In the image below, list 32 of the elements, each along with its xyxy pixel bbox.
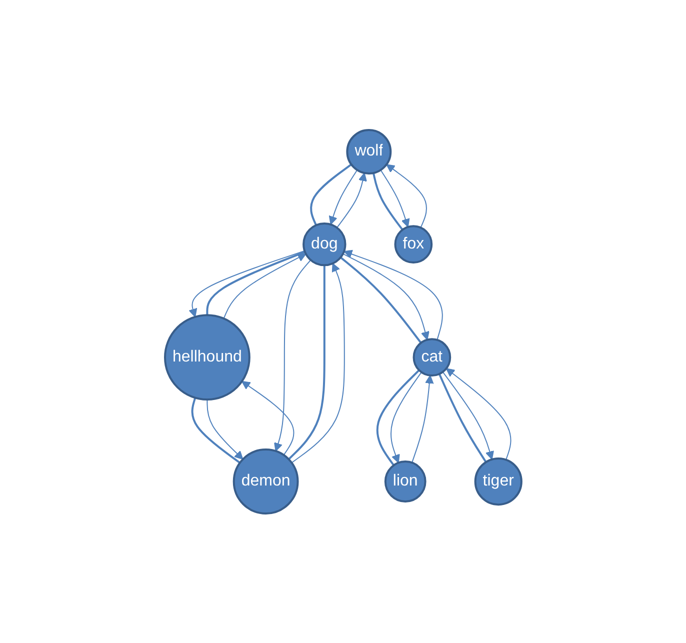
connector bbox=[310, 163, 352, 226]
arrow bbox=[386, 164, 427, 228]
connector bbox=[340, 256, 422, 344]
connector bbox=[438, 373, 487, 462]
arrow bbox=[328, 169, 358, 225]
arrow bbox=[206, 398, 244, 460]
node-circle: lion bbox=[384, 460, 426, 502]
connector bbox=[206, 250, 306, 315]
node-circle: wolf bbox=[346, 128, 392, 174]
connector bbox=[372, 172, 404, 230]
arrow bbox=[188, 250, 305, 318]
arrow bbox=[274, 259, 311, 452]
connector bbox=[191, 397, 240, 464]
arrow bbox=[343, 250, 443, 340]
node-circle: dog bbox=[302, 222, 346, 266]
arrow bbox=[446, 368, 512, 460]
node-circle: fox bbox=[394, 224, 432, 264]
arrow bbox=[241, 380, 294, 456]
connector bbox=[376, 369, 420, 466]
arrow bbox=[411, 374, 434, 463]
arrow bbox=[342, 253, 430, 340]
node-circle: tiger bbox=[474, 457, 522, 506]
node-circle: demon bbox=[232, 448, 299, 514]
node-circle: hellhound bbox=[164, 314, 250, 400]
node-circle: cat bbox=[412, 338, 451, 376]
arrow bbox=[223, 253, 306, 319]
arrow bbox=[390, 371, 422, 463]
arrow bbox=[442, 371, 494, 460]
arrow bbox=[290, 262, 345, 464]
arrow bbox=[380, 169, 410, 228]
connector bbox=[288, 264, 326, 460]
arrow bbox=[336, 172, 367, 228]
